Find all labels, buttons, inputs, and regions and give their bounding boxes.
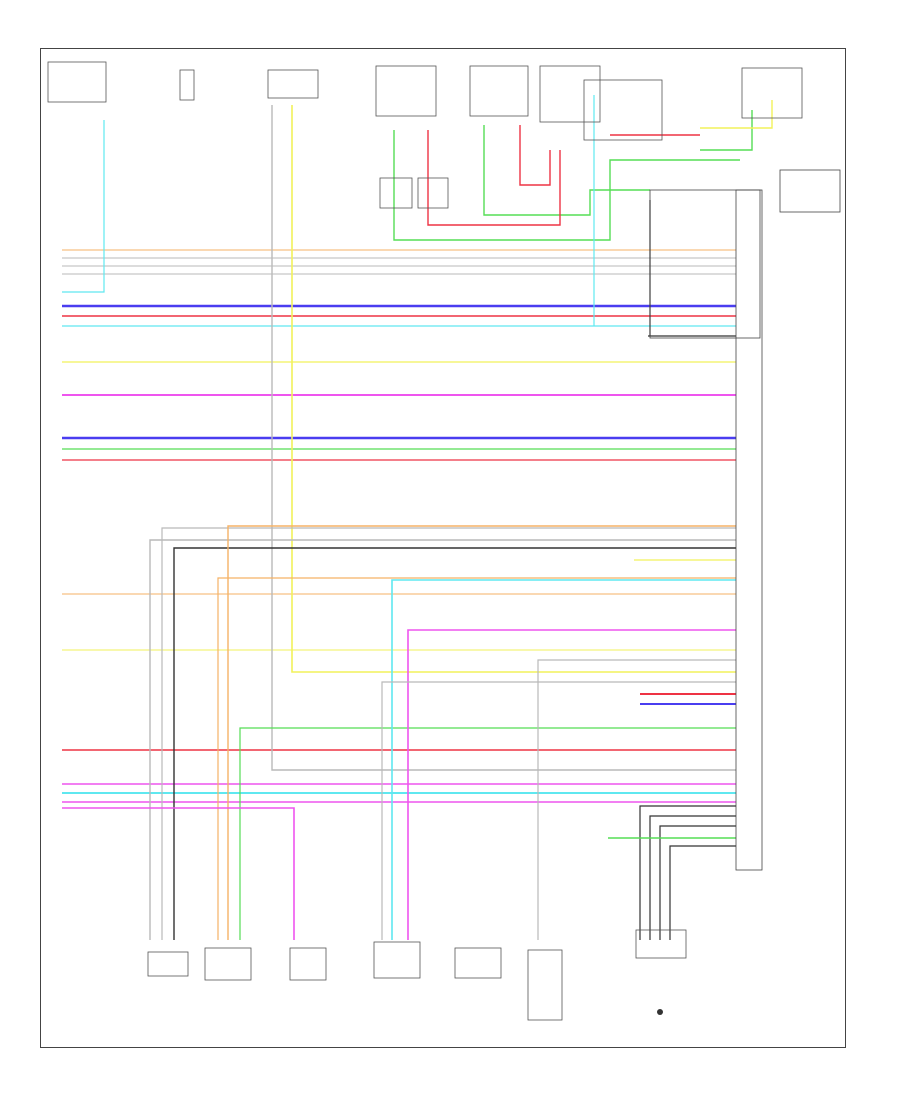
orange-bottom-harness-2 bbox=[227, 525, 740, 940]
diode-2 bbox=[417, 177, 449, 209]
vertical-wire-bus bbox=[62, 95, 773, 940]
gray-bottom-3 bbox=[381, 681, 740, 940]
ground-right bbox=[635, 929, 687, 959]
stop-lamp-switch-1 bbox=[375, 65, 437, 117]
stop-lamp-switch-2 bbox=[469, 65, 529, 117]
fuse-box-top-left bbox=[47, 61, 107, 103]
yellow-feed-wire bbox=[291, 105, 740, 673]
gray-bottom-4 bbox=[537, 659, 740, 940]
dark-bottom-harness bbox=[173, 547, 740, 940]
control-module-connector bbox=[649, 169, 841, 871]
green-top-right bbox=[700, 110, 753, 151]
horizontal-wire-bus bbox=[62, 249, 740, 803]
top-components bbox=[47, 61, 803, 209]
green-switch-wire-2 bbox=[483, 125, 650, 216]
red-switch-wire bbox=[427, 130, 561, 226]
dark-bottom-right-4 bbox=[669, 845, 740, 940]
diode-1 bbox=[379, 177, 413, 209]
gray-bottom-harness bbox=[149, 539, 740, 940]
relay-box-top bbox=[267, 69, 319, 99]
radar-sensor bbox=[373, 941, 421, 979]
magenta-bottom bbox=[62, 807, 295, 940]
cyan-feed-wire bbox=[62, 120, 105, 293]
magenta-bottom-2 bbox=[407, 629, 740, 940]
gray-bottom-harness-2 bbox=[161, 527, 740, 940]
brake-switch-3 bbox=[539, 65, 601, 123]
bottom-components bbox=[147, 929, 687, 1021]
gray-feed-wire bbox=[271, 105, 740, 771]
red-switch-wire-2 bbox=[519, 125, 551, 186]
orange-bottom-harness bbox=[217, 577, 740, 940]
ground-1 bbox=[147, 951, 189, 977]
fuse-top bbox=[179, 69, 195, 101]
fuse-bottom bbox=[527, 949, 563, 1021]
cruise-switch bbox=[289, 947, 327, 981]
yellow-top-right bbox=[700, 100, 773, 129]
dark-bottom-right bbox=[639, 805, 740, 940]
fuse-labels-box bbox=[583, 79, 663, 141]
dark-bottom-right-3 bbox=[659, 825, 740, 940]
ground-point bbox=[657, 1009, 663, 1015]
green-bottom-harness bbox=[239, 727, 740, 940]
module-label-box bbox=[779, 169, 841, 213]
green-switch-wire bbox=[393, 130, 740, 241]
cyan-bottom bbox=[391, 579, 740, 940]
data-link bbox=[454, 947, 502, 979]
fuse-top-right bbox=[741, 67, 803, 119]
steering-switch bbox=[204, 947, 252, 981]
dark-bottom-right-2 bbox=[649, 815, 740, 940]
